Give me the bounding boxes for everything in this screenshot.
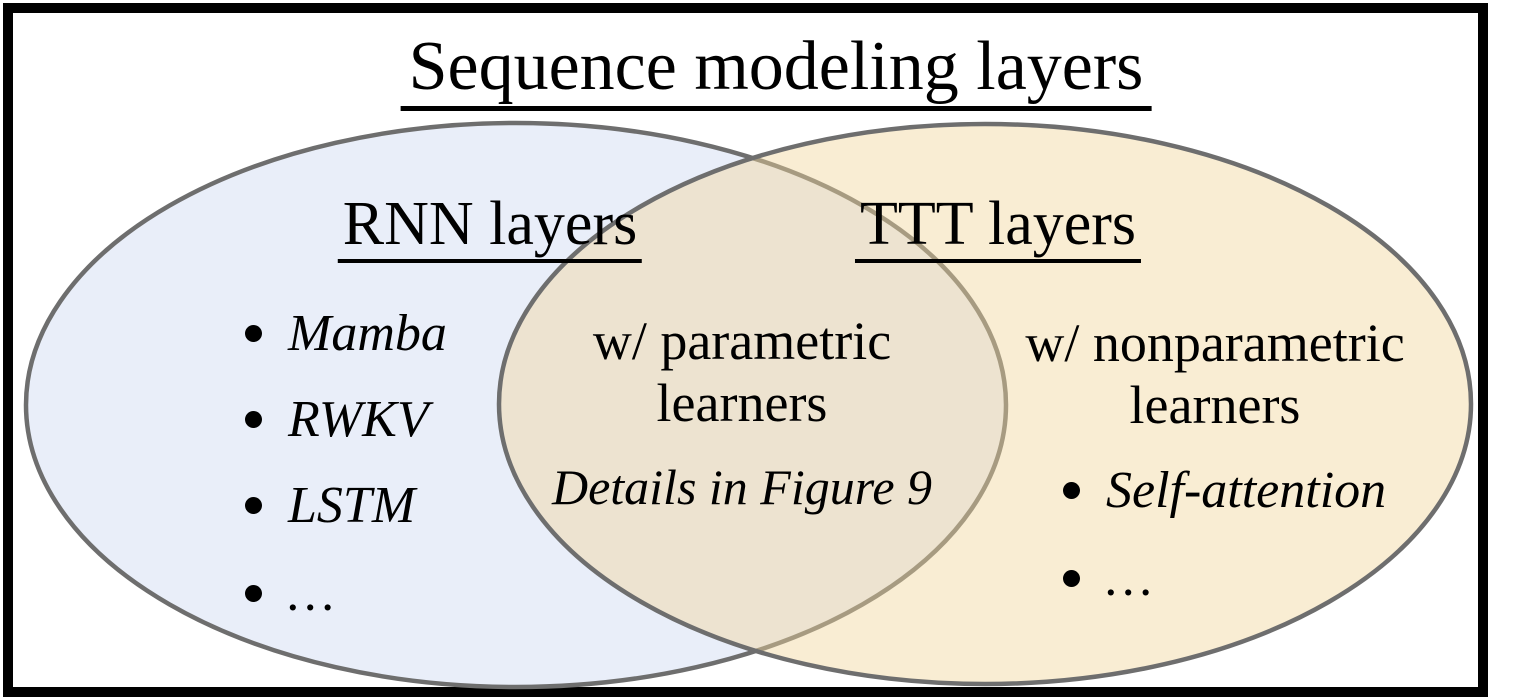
ttt-set-title-text: TTT layers: [854, 192, 1142, 263]
intersection-note: Details in Figure 9: [551, 459, 933, 515]
figure-title-text: Sequence modeling layers: [400, 30, 1152, 111]
bullet-icon: [1063, 481, 1080, 499]
rnn-item-label: …: [288, 564, 335, 622]
bullet-icon: [245, 410, 262, 428]
rnn-item: …: [245, 563, 334, 623]
ttt-set-title: TTT layers: [854, 192, 1142, 263]
ttt-region-label-line: learners: [1129, 375, 1301, 435]
intersection-label-line: w/ parametric: [592, 311, 892, 371]
rnn-item-label: Mamba: [288, 304, 447, 362]
ttt-item: Self-attention: [1063, 460, 1386, 520]
intersection-label: w/ parametric learners: [593, 310, 891, 434]
ttt-item: …: [1063, 548, 1152, 608]
bullet-icon: [245, 324, 262, 342]
figure-title: Sequence modeling layers: [400, 30, 1152, 111]
bullet-icon: [245, 584, 262, 602]
figure-frame: [3, 3, 1488, 697]
rnn-ellipse: [23, 120, 1009, 690]
rnn-item: Mamba: [245, 303, 447, 363]
ttt-region-label: w/ nonparametric learners: [1025, 312, 1404, 436]
rnn-item-label: RWKV: [288, 390, 429, 448]
rnn-item: RWKV: [245, 389, 429, 449]
rnn-item: LSTM: [245, 475, 415, 535]
bullet-icon: [245, 496, 262, 514]
intersection-label-line: learners: [656, 373, 828, 433]
ttt-item-label: …: [1106, 549, 1153, 607]
rnn-set-title-text: RNN layers: [337, 192, 643, 263]
rnn-item-label: LSTM: [288, 476, 416, 534]
ttt-region-label-line: w/ nonparametric: [1025, 313, 1405, 373]
rnn-set-title: RNN layers: [337, 192, 643, 263]
bullet-icon: [1063, 569, 1080, 587]
ttt-ellipse: [496, 121, 1474, 687]
ttt-item-label: Self-attention: [1106, 461, 1387, 519]
